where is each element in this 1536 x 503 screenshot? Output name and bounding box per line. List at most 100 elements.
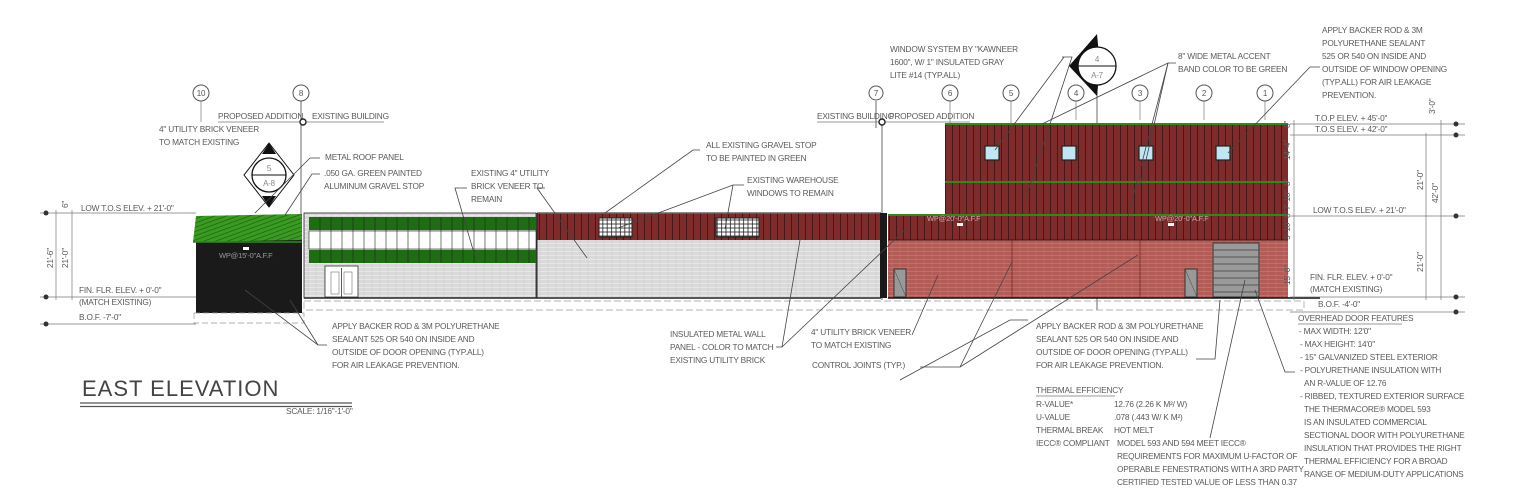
- svg-text:(MATCH EXISTING): (MATCH EXISTING): [79, 297, 152, 307]
- svg-text:7'-10": 7'-10": [1282, 190, 1292, 210]
- leader-lines: [244, 56, 1320, 439]
- grid-bubble-8: 8: [292, 84, 310, 102]
- svg-text:PROPOSED ADDITION: PROPOSED ADDITION: [218, 111, 303, 121]
- right-level-lines: T.O.P ELEV. + 45'-0" T.O.S ELEV. + 42'-0…: [1282, 98, 1465, 315]
- warehouse-window: [715, 217, 760, 238]
- svg-text:1: 1: [1263, 89, 1268, 98]
- svg-text:THERMAL EFFICIENCY: THERMAL EFFICIENCY: [1036, 385, 1124, 395]
- svg-text:OVERHEAD DOOR FEATURES: OVERHEAD DOOR FEATURES: [1298, 313, 1414, 323]
- svg-text:THERMAL BREAK: THERMAL BREAK: [1036, 425, 1104, 435]
- warehouse-window: [598, 217, 633, 238]
- svg-text:PROPOSED ADDITION: PROPOSED ADDITION: [889, 111, 974, 121]
- svg-text:12.76 (2.26 K M²/ W): 12.76 (2.26 K M²/ W): [1114, 399, 1187, 409]
- svg-text:THE THERMACORE® MODEL 593: THE THERMACORE® MODEL 593: [1304, 404, 1431, 414]
- svg-text:T.O.S ELEV. + 42'-0": T.O.S ELEV. + 42'-0": [1315, 124, 1388, 134]
- wall-pack-light: [243, 247, 249, 250]
- boundary-label-left: PROPOSED ADDITION EXISTING BUILDING: [218, 111, 389, 126]
- svg-text:REQUIREMENTS FOR MAXIMUM U-FAC: REQUIREMENTS FOR MAXIMUM U-FACTOR OF: [1117, 451, 1297, 461]
- footing-line: [303, 300, 1305, 311]
- svg-text:INSULATION THAT PROVIDES THE R: INSULATION THAT PROVIDES THE RIGHT: [1304, 443, 1462, 453]
- svg-text:IECC® COMPLIANT: IECC® COMPLIANT: [1036, 438, 1110, 448]
- svg-text:2: 2: [1202, 89, 1207, 98]
- svg-text:MODEL 593 AND 594 MEET IECC®: MODEL 593 AND 594 MEET IECC®: [1117, 438, 1246, 448]
- svg-text:CERTIFIED TESTED VALUE OF LESS: CERTIFIED TESTED VALUE OF LESS THAN 0.37: [1117, 477, 1298, 487]
- svg-text:T.O.P ELEV. + 45'-0": T.O.P ELEV. + 45'-0": [1315, 113, 1388, 123]
- section-marker-4-a7: 4 A-7: [1069, 34, 1117, 96]
- grid-bubble-4: 4: [1067, 84, 1085, 102]
- drawing-title: EAST ELEVATION SCALE: 1/16"-1'-0": [80, 376, 353, 416]
- grid-bubble-2: 2: [1195, 84, 1213, 102]
- svg-text:3: 3: [1138, 89, 1143, 98]
- svg-text:SECTIONAL DOOR WITH POLYURETHA: SECTIONAL DOOR WITH POLYURETHANE: [1304, 430, 1465, 440]
- svg-text:WP@20'-0"A.F.F: WP@20'-0"A.F.F: [927, 214, 981, 223]
- svg-text:- RIBBED, TEXTURED EXTERIOR SU: - RIBBED, TEXTURED EXTERIOR SURFACE: [1300, 391, 1465, 401]
- grid-bubble-10: 10: [192, 84, 210, 102]
- grid-bubble-1: 1: [1256, 84, 1274, 102]
- svg-text:8": 8": [1282, 179, 1292, 186]
- page-title: EAST ELEVATION: [82, 376, 279, 401]
- svg-text:21'-0": 21'-0": [60, 248, 70, 268]
- existing-warehouse-section: [536, 212, 881, 298]
- svg-text:6": 6": [60, 201, 70, 208]
- svg-text:LOW T.O.S ELEV. + 21'-0": LOW T.O.S ELEV. + 21'-0": [1313, 205, 1406, 215]
- svg-text:- MAX WIDTH: 12'0": - MAX WIDTH: 12'0": [1299, 326, 1371, 336]
- svg-text:LOW T.O.S ELEV. + 21'-0": LOW T.O.S ELEV. + 21'-0": [81, 203, 174, 213]
- svg-text:U-VALUE: U-VALUE: [1036, 412, 1071, 422]
- svg-text:3'-0": 3'-0": [1427, 98, 1437, 114]
- window: [1215, 145, 1231, 161]
- note-control-joints: CONTROL JOINTS (TYP.): [812, 360, 906, 370]
- svg-text:42'-0": 42'-0": [1430, 183, 1440, 203]
- existing-building-windows-section: [303, 212, 537, 299]
- svg-text:R-VALUE*: R-VALUE*: [1036, 399, 1074, 409]
- svg-text:RANGE OF MEDIUM-DUTY APPLICATI: RANGE OF MEDIUM-DUTY APPLICATIONS: [1304, 469, 1464, 479]
- svg-text:A-8: A-8: [263, 179, 276, 188]
- svg-text:8": 8": [1282, 121, 1292, 128]
- scale-label: SCALE: 1/16"-1'-0": [286, 406, 353, 416]
- small-addition: WP@15'-0"A.F.F: [193, 214, 305, 324]
- proposed-addition: WP@20'-0"A.F.F WP@20'-0"A.F.F: [888, 123, 1320, 299]
- svg-text:B.O.F. -7'-0": B.O.F. -7'-0": [79, 312, 121, 322]
- svg-text:- MAX HEIGHT: 14'0": - MAX HEIGHT: 14'0": [1300, 339, 1375, 349]
- svg-text:EXISTING BUILDING: EXISTING BUILDING: [312, 111, 389, 121]
- grid-bubble-3: 3: [1131, 84, 1149, 102]
- svg-text:15'-0": 15'-0": [1282, 265, 1292, 285]
- svg-text:21'-0": 21'-0": [1415, 170, 1425, 190]
- wall-pack-light: [1168, 223, 1174, 226]
- svg-text:21'-6": 21'-6": [45, 248, 55, 268]
- svg-text:21'-0": 21'-0": [1415, 252, 1425, 272]
- wall-pack-light: [957, 223, 963, 226]
- svg-text:B.O.F. -4'-0": B.O.F. -4'-0": [1318, 299, 1360, 309]
- svg-text:OPERABLE FENESTRATIONS WITH A: OPERABLE FENESTRATIONS WITH A 3RD PARTY: [1117, 464, 1304, 474]
- svg-text:7: 7: [874, 89, 879, 98]
- left-level-lines: LOW T.O.S ELEV. + 21'-0" FIN. FLR. ELEV.…: [40, 201, 196, 327]
- svg-text:FIN. FLR. ELEV. + 0'-0": FIN. FLR. ELEV. + 0'-0": [79, 285, 162, 295]
- svg-text:THERMAL EFFICIENCY FOR A BROAD: THERMAL EFFICIENCY FOR A BROAD: [1304, 456, 1448, 466]
- svg-text:8": 8": [1282, 211, 1292, 218]
- overhead-door-features: OVERHEAD DOOR FEATURES - MAX WIDTH: 12'0…: [1298, 313, 1465, 479]
- svg-text:A-7: A-7: [1091, 71, 1104, 80]
- svg-text:6: 6: [948, 89, 953, 98]
- grid-bubble-6: 6: [941, 84, 959, 102]
- svg-text:WP@20'-0"A.F.F: WP@20'-0"A.F.F: [1155, 214, 1209, 223]
- note-roof-panel: METAL ROOF PANEL: [325, 152, 404, 162]
- section-marker-5-a8: 5 A-8: [243, 142, 295, 208]
- expansion-column: [880, 213, 887, 298]
- svg-text:- 15" GALVANIZED STEEL EXTERIO: - 15" GALVANIZED STEEL EXTERIOR: [1300, 352, 1438, 362]
- window: [1061, 145, 1077, 161]
- svg-text:- POLYURETHANE INSULATION WITH: - POLYURETHANE INSULATION WITH: [1300, 365, 1441, 375]
- svg-text:5'-10": 5'-10": [1282, 220, 1292, 240]
- svg-text:.078 (.443 W/ K M²): .078 (.443 W/ K M²): [1114, 412, 1183, 422]
- svg-text:8: 8: [299, 89, 304, 98]
